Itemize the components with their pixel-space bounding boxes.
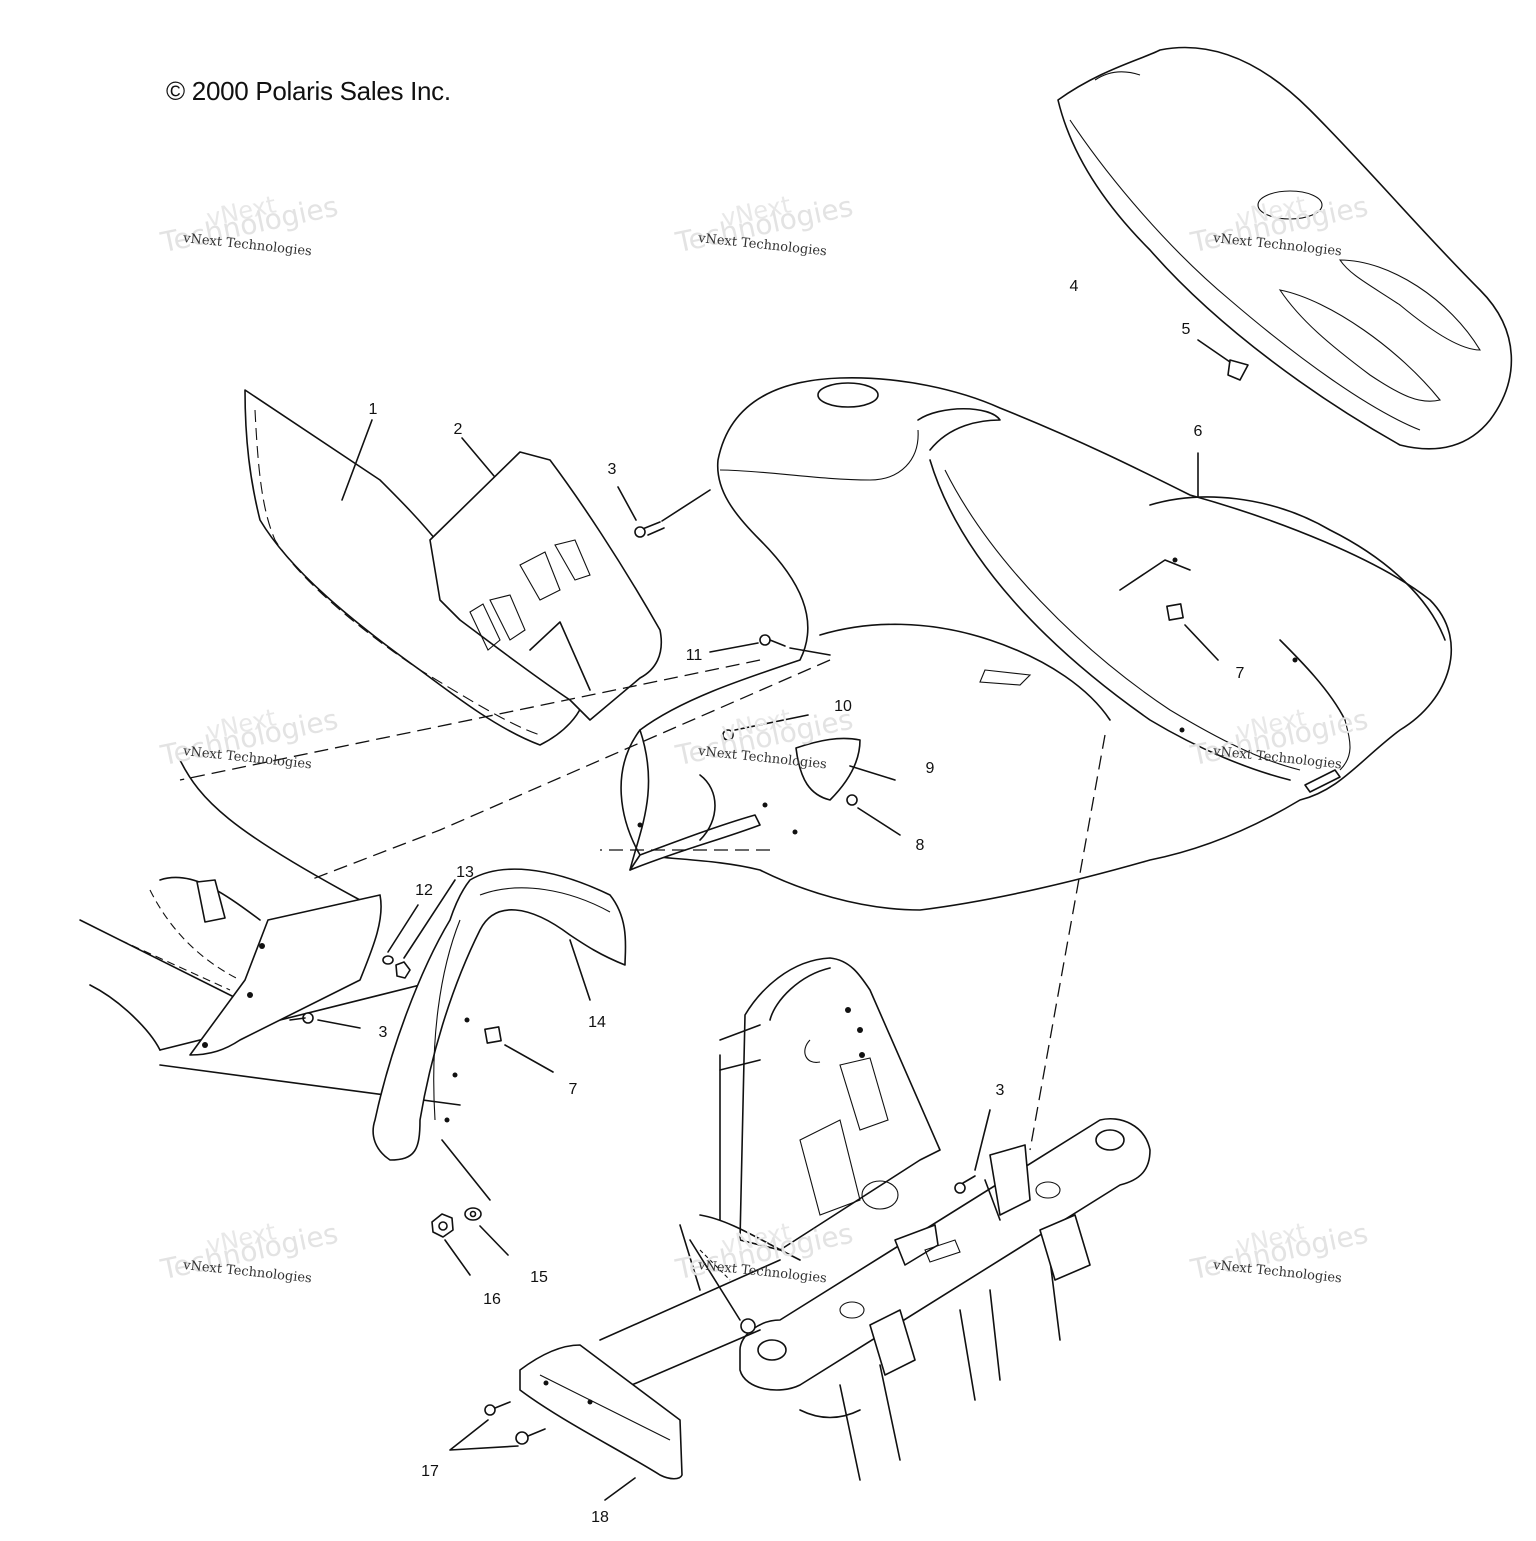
callout-13: 13 [456,864,474,881]
watermark: vNext Technologies vNext Technologies [673,703,893,818]
part-3-screw-top [617,486,711,538]
callout-3b: 3 [378,1024,388,1041]
callout-7b: 7 [568,1081,578,1098]
callout-2: 2 [453,421,463,438]
callout-17: 17 [421,1463,439,1480]
part-7-clip-lower [484,1026,554,1073]
part-2-inner-panel [429,437,662,721]
callout-9: 9 [925,760,935,777]
parts-15-16 [431,1139,509,1276]
callout-4: 4 [1069,278,1079,295]
watermark: vNext Technologies vNext Technologies [1188,703,1408,818]
part-4-rear-cover [1057,46,1513,450]
watermark: vNext Technologies vNext Technologies [673,1217,893,1332]
callout-3c: 3 [995,1082,1005,1099]
callout-10: 10 [834,698,852,715]
watermark: vNext Technologies vNext Technologies [158,703,378,818]
watermark: vNext Technologies vNext Technologies [158,1217,378,1332]
callout-11: 11 [685,647,703,664]
part-18-skid [519,1344,683,1501]
part-10-screw [722,714,809,741]
callout-15: 15 [530,1269,548,1286]
callout-5: 5 [1181,321,1191,338]
callout-16: 16 [483,1291,501,1308]
copyright-notice: © 2000 Polaris Sales Inc. [166,76,451,106]
part-5-clip [1197,339,1249,381]
part-7-clip-upper [1166,603,1219,661]
callout-7: 7 [1235,665,1245,682]
callout-14: 14 [588,1014,606,1031]
watermark: vNext Technologies vNext Technologies [1188,1217,1408,1332]
part-11-screw [709,634,831,656]
callout-8: 8 [915,837,925,854]
callout-12: 12 [415,882,433,899]
left-footwell [79,759,461,1106]
callout-6: 6 [1193,423,1203,440]
frame-assembly [599,957,1151,1481]
part-6-rear-fender [620,377,1453,911]
watermark: vNext Technologies vNext Technologies [673,190,893,305]
callout-18: 18 [591,1509,609,1526]
watermark: vNext Technologies vNext Technologies [158,190,378,305]
left-bracket [189,894,382,1056]
watermark: vNext Technologies vNext Technologies [1188,190,1408,305]
callout-3: 3 [607,461,617,478]
parts-12-13 [382,879,456,979]
part-17-bolts [449,1401,546,1451]
callout-1: 1 [368,401,378,418]
part-14-flare [372,868,627,1161]
